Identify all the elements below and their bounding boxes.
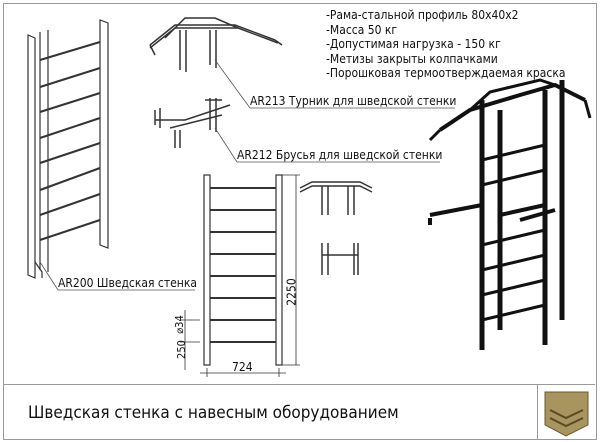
dimension-diameter: ⌀34 <box>172 315 186 334</box>
ar200-leader-line <box>39 261 59 291</box>
ar212-label: AR212 Брусья для шведской стенки <box>237 148 443 162</box>
spec-item: -Метизы закрыты колпачками <box>326 51 498 66</box>
ar200-label: AR200 Шведская стенка <box>58 276 197 290</box>
sheet-border <box>3 3 597 440</box>
spec-item: -Рама-стальной профиль 80х40х2 <box>326 8 519 22</box>
sheet-title: Шведская стенка с навесным оборудованием <box>28 403 399 423</box>
ar213-label: AR213 Турник для шведской стенки <box>250 94 457 108</box>
ar213-drawing <box>149 17 283 72</box>
title-block-separator <box>537 384 538 439</box>
ar213-side-view <box>299 181 373 215</box>
ar200-front-view <box>180 174 300 377</box>
dimension-rung-step: 250 <box>174 340 188 359</box>
assembly-3d-render <box>428 78 592 350</box>
dimension-height: 2250 <box>284 278 299 306</box>
specifications-list: -Рама-стальной профиль 80х40х2 -Масса 50… <box>326 8 565 81</box>
ar212-drawing <box>154 98 231 148</box>
ar212-side-view <box>321 243 359 275</box>
spec-item: -Порошковая термоотверждаемая краска <box>326 66 566 80</box>
title-block-divider <box>3 384 595 385</box>
ar200-isometric-drawing <box>27 19 109 279</box>
dimension-width: 724 <box>232 360 253 374</box>
spec-item: -Масса 50 кг <box>326 22 398 37</box>
spec-item: -Допустимая нагрузка - 150 кг <box>326 37 501 51</box>
